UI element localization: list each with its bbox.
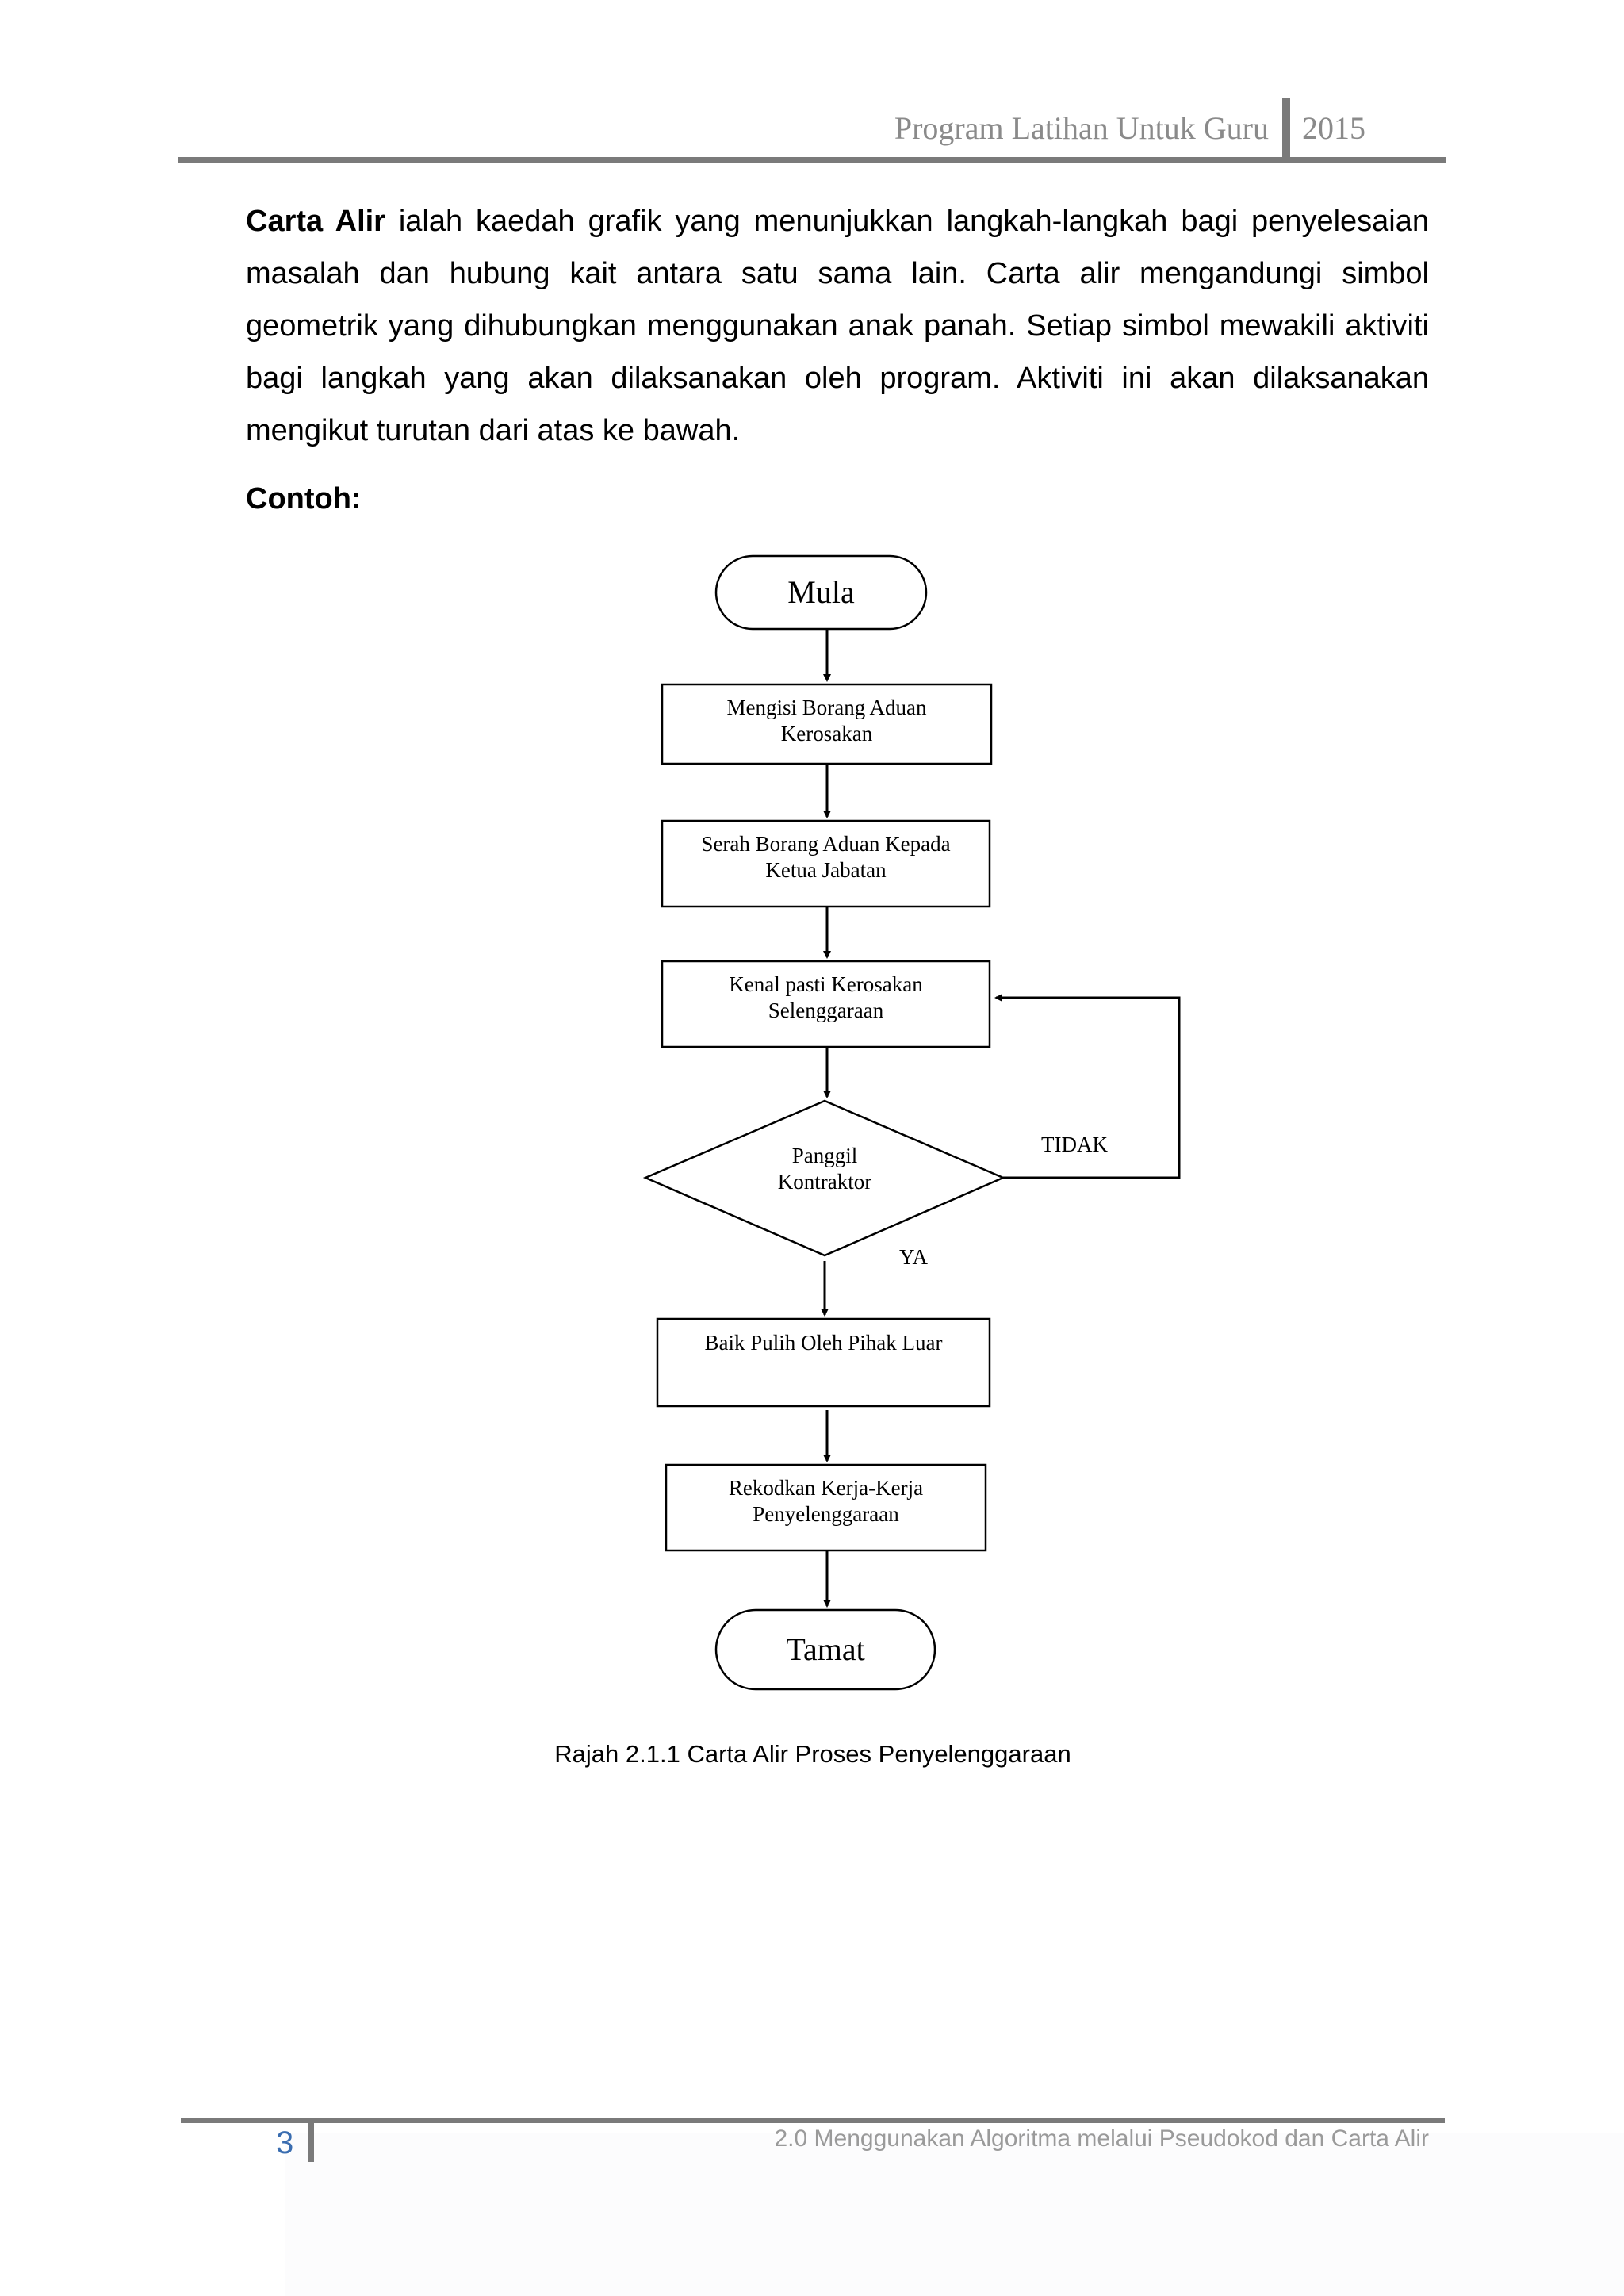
page-background-strip	[285, 2133, 1624, 2296]
process-box-2	[661, 819, 991, 908]
end-label: Tamat	[786, 1631, 865, 1667]
example-heading: Contoh:	[246, 482, 362, 516]
yes-branch-label: YA	[899, 1245, 929, 1269]
process-box-3	[661, 960, 991, 1048]
header-separator	[1282, 98, 1290, 160]
step-5-line-1: Rekodkan Kerja-Kerja	[728, 1476, 924, 1500]
decision-line-1: Panggil	[791, 1144, 858, 1167]
start-label: Mula	[787, 574, 855, 610]
step-2-line-1: Serah Borang Aduan Kepada	[701, 832, 951, 856]
decision-diamond	[642, 1099, 1006, 1257]
start-terminal	[714, 554, 928, 631]
step-3-text: Kenal pasti Kerosakan Selenggaraan	[662, 972, 990, 1024]
step-4-text: Baik Pulih Oleh Pihak Luar	[657, 1330, 990, 1356]
footer-rule	[181, 2118, 1445, 2123]
step-2-line-2: Ketua Jabatan	[765, 858, 887, 882]
step-4-line-1: Baik Pulih Oleh Pihak Luar	[704, 1331, 943, 1355]
footer-separator	[308, 2118, 314, 2162]
process-box-5	[665, 1463, 987, 1552]
header-title: Program Latihan Untuk Guru	[894, 110, 1269, 146]
header-rule	[178, 157, 1446, 163]
end-terminal	[714, 1608, 936, 1691]
definition-paragraph: Carta Alir ialah kaedah grafik yang menu…	[246, 195, 1429, 457]
step-3-line-2: Selenggaraan	[768, 999, 884, 1022]
chapter-title: 2.0 Menggunakan Algoritma melalui Pseudo…	[774, 2125, 1430, 2152]
decision-text: Panggil Kontraktor	[714, 1143, 936, 1195]
step-1-text: Mengisi Borang Aduan Kerosakan	[662, 695, 991, 747]
definition-text: ialah kaedah grafik yang menunjukkan lan…	[246, 205, 1429, 447]
step-5-line-2: Penyelenggaraan	[753, 1502, 899, 1526]
header-year: 2015	[1302, 110, 1365, 146]
step-1-line-2: Kerosakan	[780, 722, 873, 746]
page-number: 3	[276, 2125, 294, 2160]
decision-line-2: Kontraktor	[777, 1170, 872, 1194]
term-bold: Carta Alir	[246, 205, 385, 238]
step-1-line-1: Mengisi Borang Aduan	[726, 696, 927, 719]
step-3-line-1: Kenal pasti Kerosakan	[729, 972, 923, 996]
step-2-text: Serah Borang Aduan Kepada Ketua Jabatan	[662, 831, 990, 884]
step-5-text: Rekodkan Kerja-Kerja Penyelenggaraan	[666, 1475, 986, 1527]
process-box-4	[656, 1317, 991, 1408]
no-branch-label: TIDAK	[1041, 1133, 1108, 1156]
arrow-no-loop	[994, 994, 1181, 1179]
figure-caption: Rajah 2.1.1 Carta Alir Proses Penyelengg…	[554, 1740, 1071, 1768]
